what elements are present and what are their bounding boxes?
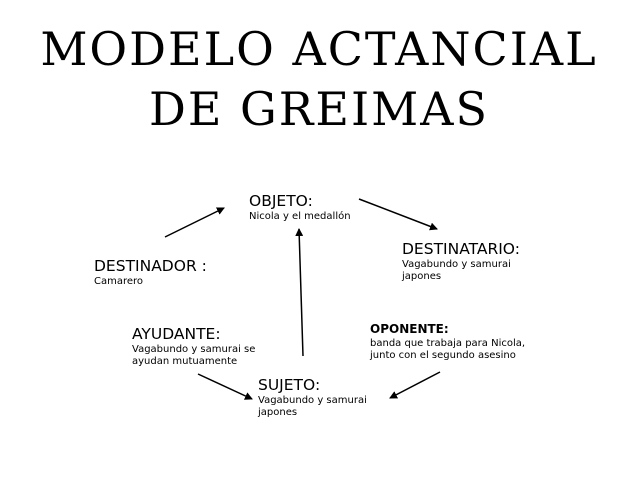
arrow-destinador-to-objeto — [164, 207, 225, 238]
arrow-oponente-to-sujeto — [389, 371, 441, 399]
destinatario-desc-line-2: japones — [402, 271, 442, 282]
oponente-label: OPONENTE: — [370, 322, 449, 336]
ayudante-desc-line-2: ayudan mutuamente — [132, 356, 238, 367]
node-ayudante: AYUDANTE: Vagabundo y samurai se ayudan … — [132, 325, 255, 368]
sujeto-desc-line-1: Vagabundo y samurai — [258, 395, 367, 406]
destinador-desc: Camarero — [94, 276, 144, 287]
title-line-1: MODELO ACTANCIAL — [40, 22, 598, 76]
sujeto-desc-line-2: japones — [258, 407, 298, 418]
destinatario-label: DESTINATARIO: — [402, 240, 520, 258]
node-destinatario: DESTINATARIO: Vagabundo y samurai japone… — [402, 240, 520, 283]
node-destinador: DESTINADOR : Camarero — [94, 257, 207, 288]
arrow-objeto-to-destinatario — [358, 198, 438, 231]
destinador-label: DESTINADOR : — [94, 257, 207, 275]
title-line-2: DE GREIMAS — [148, 82, 490, 136]
ayudante-label: AYUDANTE: — [132, 325, 221, 343]
ayudante-desc-line-1: Vagabundo y samurai se — [132, 344, 256, 355]
node-sujeto: SUJETO: Vagabundo y samurai japones — [258, 376, 367, 419]
sujeto-label: SUJETO: — [258, 376, 321, 394]
arrow-sujeto-to-objeto — [295, 228, 304, 357]
objeto-desc: Nicola y el medallón — [249, 211, 351, 222]
destinatario-desc-line-1: Vagabundo y samurai — [402, 259, 511, 270]
node-oponente: OPONENTE: banda que trabaja para Nicola,… — [370, 322, 525, 362]
arrow-ayudante-to-sujeto — [197, 373, 253, 400]
node-objeto: OBJETO: Nicola y el medallón — [249, 192, 351, 223]
oponente-desc-line-1: banda que trabaja para Nicola, — [370, 338, 526, 349]
objeto-label: OBJETO: — [249, 192, 313, 210]
oponente-desc-line-2: junto con el segundo asesino — [370, 350, 516, 361]
